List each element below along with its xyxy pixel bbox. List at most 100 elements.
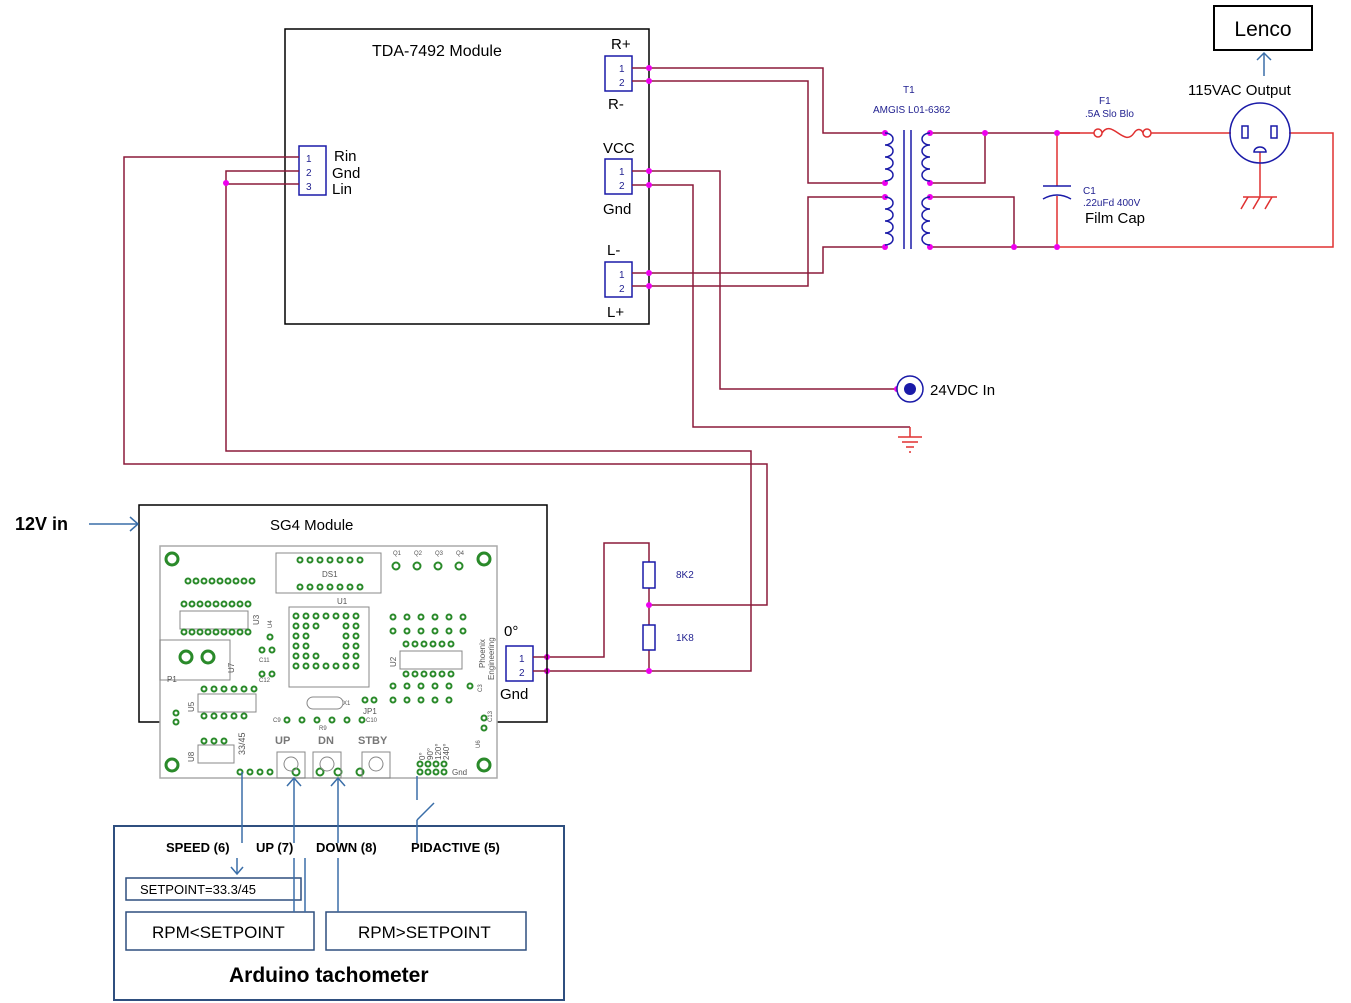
pin-label: 2 [619,78,625,89]
pcb-label-stby: STBY [358,735,388,747]
rpm-low-box [125,911,315,951]
pcb-label-phoenix: Phoenix [478,639,487,668]
right-output-connector [604,55,633,92]
pin-label: 1 [519,654,525,665]
pcb-label-jp1: JP1 [363,707,377,716]
pcb-label-engineering: Engineering [487,637,496,680]
pcb-label-u3: U3 [252,614,261,625]
power-in-label: 24VDC In [930,382,995,399]
sg4-connector-top-label: 0° [504,623,518,640]
pcb-label-u7: U7 [227,662,236,673]
pcb-label-deg0: 0° [418,752,427,760]
pcb-label-x1: X1 [343,701,351,707]
pcb-label-speed: 33/45 [237,732,247,755]
input-gnd-label: Gnd [332,165,360,182]
pcb-label-u4: U4 [268,620,274,628]
pcb-label-u6: U6 [476,740,482,748]
capacitor-symbol [1042,185,1072,200]
wire-sec-mid1 [930,133,986,184]
earth-ground-icon [1240,196,1277,210]
down-arrow-icon [330,776,346,787]
output-label: 115VAC Output [1188,82,1292,99]
sg4-output-connector [505,645,534,682]
arduino-box [113,825,565,1001]
ground-icon [898,436,922,453]
sg4-title: SG4 Module [270,517,353,534]
sg4-power-label: 12V in [15,514,68,534]
arduino-speed-label: SPEED (6) [166,840,230,855]
rpm-high-box [325,911,527,951]
capacitor-ref: C1 [1083,186,1096,197]
wire-div-bottom [547,650,650,672]
pin-label: 2 [619,181,625,192]
transformer-symbol [884,130,931,249]
fuse-symbol [1093,127,1152,139]
rpm-high-label: RPM>SETPOINT [358,923,491,942]
setpoint-box [125,877,302,901]
wire-rin [123,156,768,606]
pcb-label-q3: Q3 [435,551,444,557]
vcc-gnd-label: Gnd [603,201,631,218]
pcb-label-q1: Q1 [393,551,402,557]
pcb-label-c10: C10 [366,718,378,724]
pcb-label-deg90: 90° [426,748,435,760]
tda-module-title: TDA-7492 Module [372,43,502,60]
pid-switch [416,802,435,821]
pcb-label-p1: P1 [167,675,177,684]
pin-label: 1 [619,270,625,281]
arduino-signal-lines [230,772,435,912]
outlet-symbol [1229,102,1291,164]
up-arrow-icon [286,776,302,787]
wire-l-neg [632,246,885,274]
output-arrow-icon [1256,51,1272,76]
right-pos-label: R+ [611,36,631,53]
lin-label: Lin [332,181,352,198]
pin-label: 2 [619,284,625,295]
pcb-label-u2: U2 [389,656,398,667]
setpoint-arrow-icon [230,866,244,876]
fuse-ref: F1 [1099,96,1111,107]
wire-lin [225,183,752,672]
resistor-lower-value: 1K8 [676,633,694,644]
resistor-upper-value: 8K2 [676,570,694,581]
left-neg-label: L- [607,242,620,259]
wire-gnd-in [225,170,299,183]
transformer-part: AMGIS L01-6362 [873,105,951,116]
resistor-upper [642,561,656,589]
power-jack-icon [896,375,924,403]
pcb-label-c11: C11 [259,658,270,664]
pin-label: 2 [519,668,525,679]
pcb-label-c12: C12 [259,678,271,684]
pcb-label-u5: U5 [187,701,196,712]
pcb-label-c3: C3 [478,684,484,692]
wire-r-pos [632,67,885,134]
pcb-buttons [276,751,391,779]
pcb-label-dn: DN [318,735,334,747]
pcb-pads [172,556,488,777]
rpm-low-label: RPM<SETPOINT [152,923,285,942]
pin-label: 2 [306,168,312,179]
vcc-connector [604,158,633,195]
pcb-label-u1: U1 [337,597,348,606]
pin-label: 1 [306,154,312,165]
pcb-text: U1 DS1 P1 JP1 X1 R9 C9 C10 C11 C12 Q1 Q2… [167,551,467,777]
pcb-label-ds1: DS1 [322,570,338,579]
right-neg-label: R- [608,96,624,113]
pin-label: 3 [306,182,312,193]
pin-label: 1 [619,64,625,75]
pcb-ic-outlines [159,552,463,764]
pcb-label-c9: C9 [273,718,281,724]
pcb-text-rotated: U3 U2 U5 U8 U7 U4 U6 C3 C13 33/45 Phoeni… [187,614,496,762]
wire-sec-mid2 [930,196,1015,247]
wire-vcc [632,170,897,390]
left-pos-label: L+ [607,304,624,321]
pcb-label-deg120: 120° [434,743,443,760]
pcb-label-r9: R9 [319,726,327,732]
pcb-label-q4: Q4 [456,551,465,557]
lenco-label: Lenco [1234,18,1291,41]
transformer-ref: T1 [903,85,915,96]
power-wiring [909,132,1334,437]
arduino-up-label: UP (7) [256,840,293,855]
pcb-label-q2: Q2 [414,551,423,557]
